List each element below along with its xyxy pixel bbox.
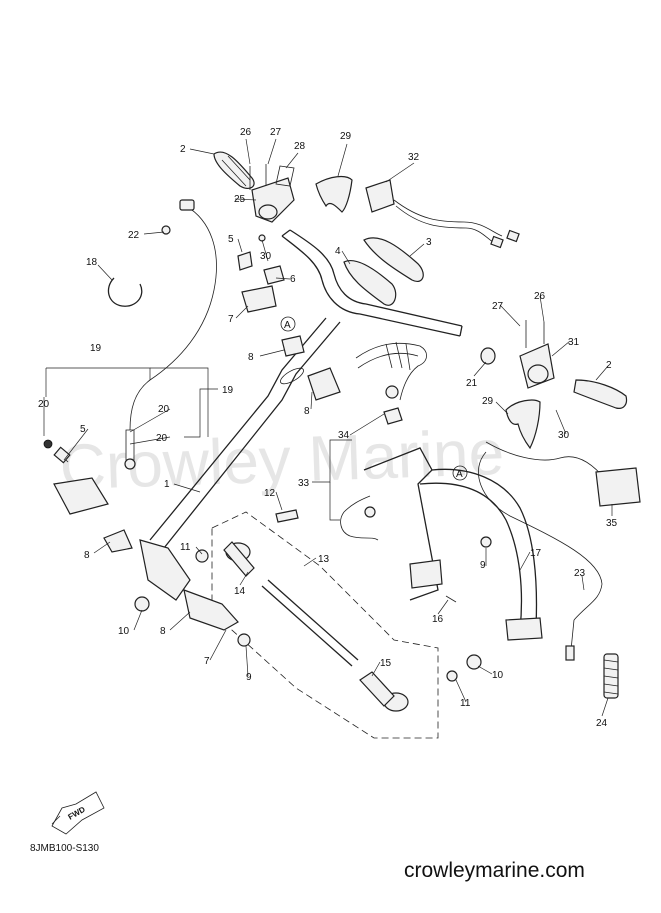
callout-2: 2 <box>180 144 186 155</box>
callout-32: 32 <box>408 152 420 163</box>
svg-text:A: A <box>456 469 463 480</box>
spring-24 <box>603 653 619 699</box>
callout-5: 5 <box>80 424 86 435</box>
callout-20: 20 <box>158 404 170 415</box>
cable-22 <box>124 199 217 470</box>
circlip-18 <box>107 277 143 307</box>
cover-29-top <box>315 175 353 213</box>
diagram-code: 8JMB100-S130 <box>30 843 99 854</box>
left-bracket <box>43 439 109 515</box>
callout-34: 34 <box>338 430 350 441</box>
callout-8: 8 <box>84 550 90 561</box>
callout-33: 33 <box>298 478 310 489</box>
callout-11: 11 <box>460 698 471 709</box>
callout-26: 26 <box>534 291 546 302</box>
callout-8: 8 <box>248 352 254 363</box>
handlebar-pads <box>343 237 424 306</box>
callout-28: 28 <box>294 141 306 152</box>
callout-19: 19 <box>222 385 234 396</box>
cable-35 <box>478 441 641 661</box>
callout-30: 30 <box>260 251 272 262</box>
callout-5: 5 <box>228 234 234 245</box>
callout-10: 10 <box>118 626 130 637</box>
callout-1: 1 <box>164 479 170 490</box>
callout-18: 18 <box>86 257 98 268</box>
callout-21: 21 <box>466 378 478 389</box>
callout-11: 11 <box>180 542 191 553</box>
callout-35: 35 <box>606 518 618 529</box>
fwd-arrow-icon: FWD <box>51 791 105 835</box>
callout-19: 19 <box>90 343 102 354</box>
left-switch-housing <box>249 164 295 223</box>
callout-26: 26 <box>240 127 252 138</box>
callout-labels: 1 2 2 3 4 5 5 6 7 7 8 8 8 8 9 9 10 10 11… <box>38 127 618 729</box>
callout-13: 13 <box>318 554 330 565</box>
callout-23: 23 <box>574 568 586 579</box>
callout-9: 9 <box>246 672 252 683</box>
callout-31: 31 <box>568 337 580 348</box>
callout-8: 8 <box>160 626 166 637</box>
switch-32 <box>365 179 520 249</box>
callout-29: 29 <box>340 131 352 142</box>
callout-6: 6 <box>290 274 296 285</box>
watermark: Crowley Marine <box>58 416 505 503</box>
tie-rod-boundary <box>211 511 439 739</box>
callout-24: 24 <box>596 718 608 729</box>
callout-25: 25 <box>234 194 246 205</box>
callout-7: 7 <box>228 314 234 325</box>
callout-16: 16 <box>432 614 444 625</box>
ref-marker-a-2: A <box>452 465 468 481</box>
callout-8: 8 <box>304 406 310 417</box>
callout-7: 7 <box>204 656 210 667</box>
hardware <box>103 225 492 682</box>
callout-27: 27 <box>492 301 504 312</box>
callout-20: 20 <box>38 399 50 410</box>
callout-9: 9 <box>480 560 486 571</box>
left-grip <box>213 151 255 190</box>
callout-10: 10 <box>492 670 504 681</box>
callout-14: 14 <box>234 586 246 597</box>
callout-29: 29 <box>482 396 494 407</box>
callout-20: 20 <box>156 433 168 444</box>
lanyard-cord <box>355 341 427 401</box>
right-grip-assembly <box>480 320 628 409</box>
harness-33 <box>340 495 379 541</box>
callout-27: 27 <box>270 127 282 138</box>
tie-rod-13 <box>223 541 409 712</box>
callout-3: 3 <box>426 237 432 248</box>
callout-30: 30 <box>558 430 570 441</box>
leader-lines <box>43 138 613 825</box>
svg-text:A: A <box>284 320 291 331</box>
cover-29-right <box>505 399 541 450</box>
handlebar <box>281 229 463 337</box>
callout-17: 17 <box>530 548 542 559</box>
steering-column <box>139 317 341 601</box>
callout-15: 15 <box>380 658 392 669</box>
callout-2: 2 <box>606 360 612 371</box>
callout-22: 22 <box>128 230 140 241</box>
footer-site: crowleymarine.com <box>404 859 585 882</box>
ref-marker-a-1: A <box>280 316 296 332</box>
callout-12: 12 <box>264 488 276 499</box>
callout-4: 4 <box>335 246 341 257</box>
